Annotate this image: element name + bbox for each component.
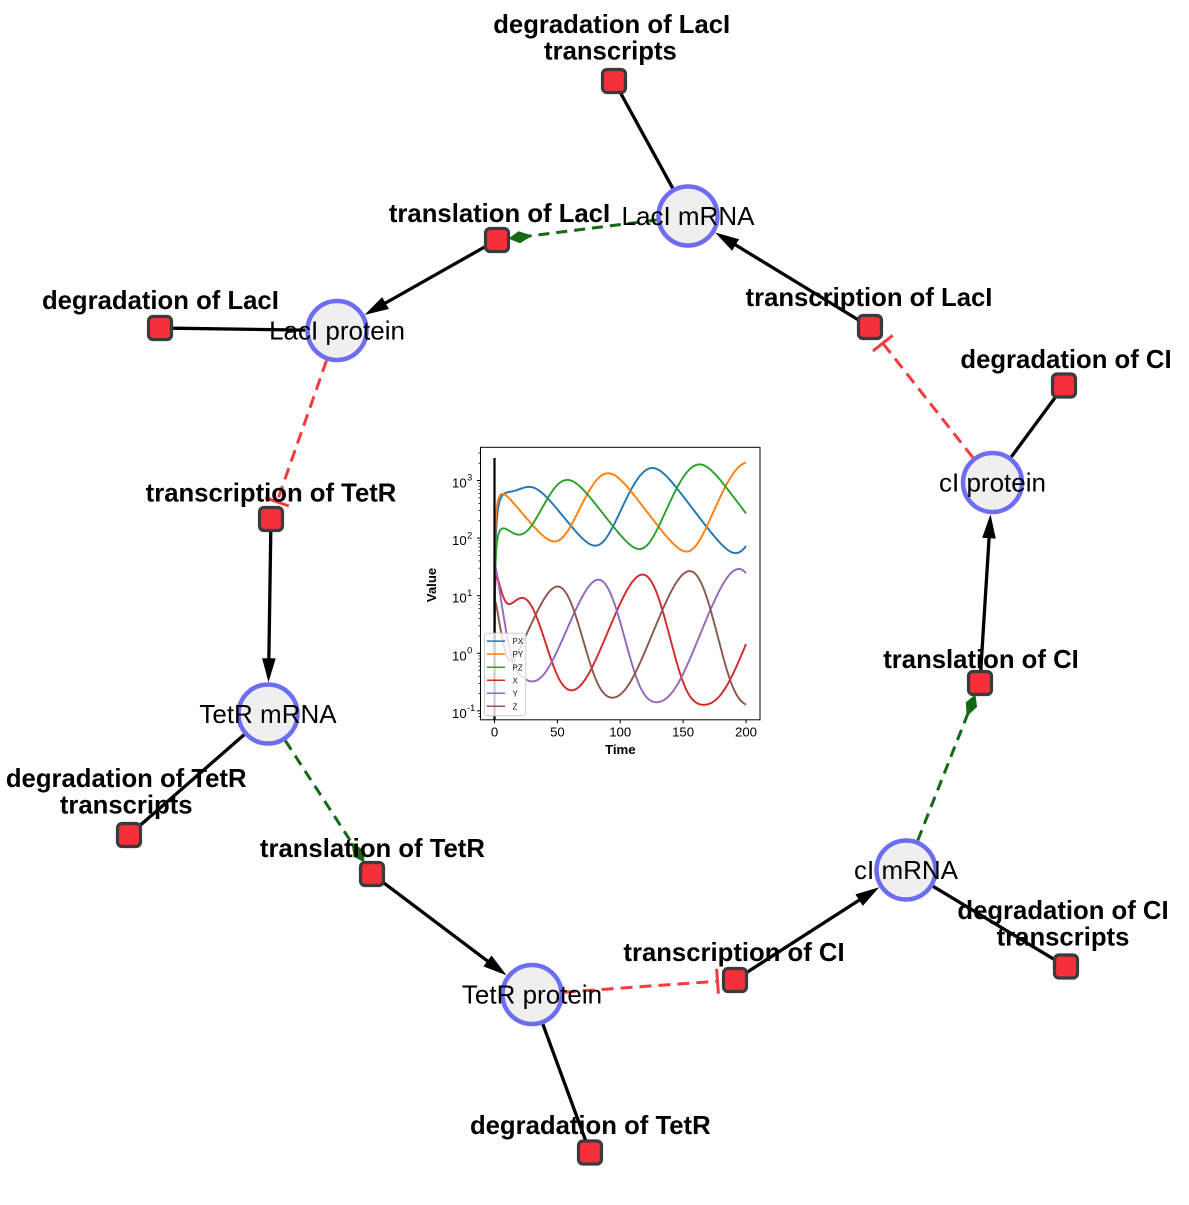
svg-text:degradation of LacI: degradation of LacI	[493, 11, 730, 39]
svg-text:0: 0	[491, 725, 498, 740]
svg-text:PX: PX	[513, 637, 524, 646]
svg-text:3: 3	[467, 473, 472, 483]
svg-text:TetR protein: TetR protein	[462, 980, 602, 1010]
svg-text:LacI protein: LacI protein	[269, 316, 405, 346]
svg-text:degradation of LacI: degradation of LacI	[42, 287, 279, 315]
svg-text:PZ: PZ	[513, 663, 523, 672]
svg-text:transcripts: transcripts	[60, 792, 193, 820]
svg-text:PY: PY	[513, 650, 524, 659]
svg-text:50: 50	[550, 725, 565, 740]
svg-text:200: 200	[735, 725, 757, 740]
svg-text:X: X	[513, 676, 519, 685]
svg-text:degradation of TetR: degradation of TetR	[6, 765, 247, 793]
svg-text:10: 10	[452, 533, 467, 548]
svg-text:150: 150	[672, 725, 694, 740]
svg-text:degradation of TetR: degradation of TetR	[470, 1112, 711, 1140]
svg-text:Z: Z	[513, 702, 518, 711]
svg-text:1: 1	[467, 588, 472, 598]
svg-text:10: 10	[452, 476, 467, 491]
svg-text:10: 10	[452, 648, 467, 663]
svg-text:translation of TetR: translation of TetR	[260, 835, 485, 863]
svg-text:transcription of LacI: transcription of LacI	[746, 284, 993, 312]
svg-text:degradation of CI: degradation of CI	[957, 897, 1168, 925]
svg-text:2: 2	[467, 530, 472, 540]
svg-text:transcription of CI: transcription of CI	[623, 939, 844, 967]
svg-text:cI mRNA: cI mRNA	[854, 855, 959, 885]
svg-text:100: 100	[609, 725, 631, 740]
svg-text:LacI mRNA: LacI mRNA	[622, 201, 756, 231]
svg-text:cI protein: cI protein	[939, 468, 1046, 498]
svg-text:Time: Time	[605, 742, 636, 757]
svg-text:Y: Y	[513, 689, 519, 698]
svg-text:0: 0	[467, 646, 472, 656]
svg-text:degradation of CI: degradation of CI	[960, 346, 1171, 374]
svg-text:Value: Value	[424, 568, 439, 602]
svg-text:10: 10	[452, 591, 467, 606]
svg-text:10: 10	[452, 706, 467, 721]
svg-text:translation of CI: translation of CI	[883, 646, 1079, 674]
svg-text:-1: -1	[467, 703, 475, 713]
svg-text:transcription of TetR: transcription of TetR	[146, 480, 397, 508]
svg-text:TetR mRNA: TetR mRNA	[199, 699, 337, 729]
svg-text:translation of LacI: translation of LacI	[389, 200, 610, 228]
svg-text:transcripts: transcripts	[544, 38, 677, 66]
svg-text:transcripts: transcripts	[997, 924, 1130, 952]
